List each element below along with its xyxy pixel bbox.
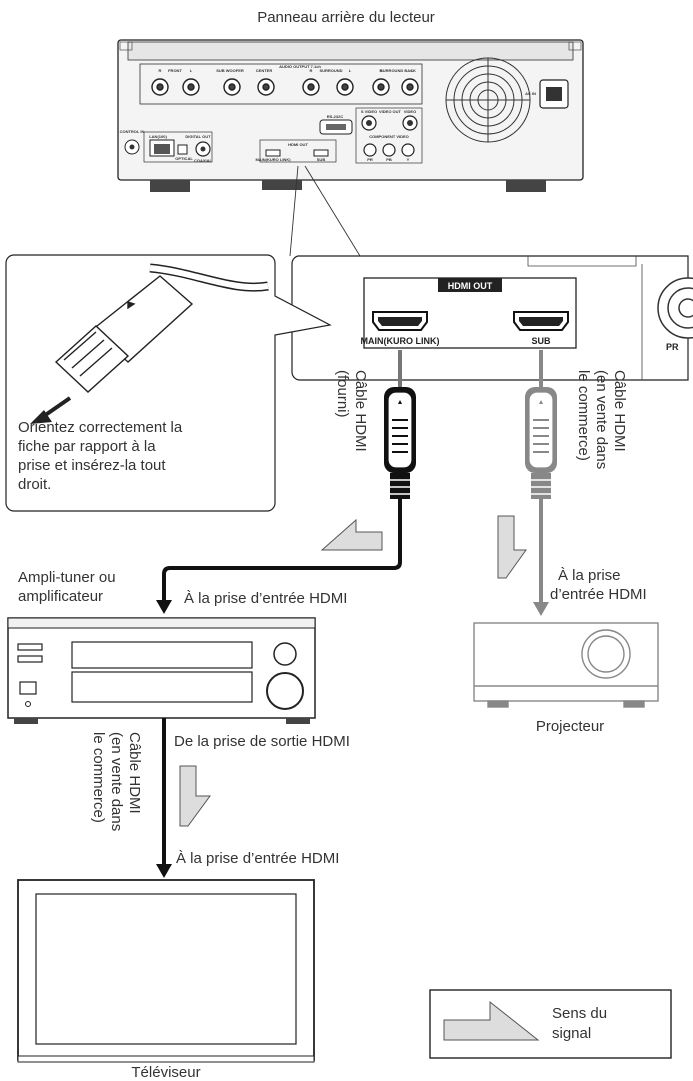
hdmi-sub-label: SUB (531, 336, 551, 346)
amp-label-line: Ampli-tuner ou (18, 569, 116, 586)
main-small-label: MAIN(KURO LINK) (255, 157, 291, 162)
projector-illustration (473, 622, 659, 708)
rca-jack-row (151, 78, 419, 96)
hdmi-out-header: HDMI OUT (448, 281, 493, 291)
diagram-title: Panneau arrière du lecteur (257, 9, 435, 26)
component-jack-label: PB (386, 157, 392, 162)
rs232c-label: RS-232C (327, 114, 344, 119)
hdmi-cable-sub (525, 350, 557, 616)
from-amp-output-label: De la prise de sortie HDMI (174, 733, 350, 750)
signal-direction-arrow-icon (179, 765, 211, 827)
hdmi-main-label: MAIN(KURO LINK) (361, 336, 440, 346)
speaker-label: FRONT (168, 68, 182, 73)
hdmi-plug-icon (54, 263, 269, 393)
control-in-label: CONTROL IN (120, 129, 145, 134)
speaker-label: L (411, 68, 414, 73)
callout-line: prise et insérez-la tout (18, 457, 166, 474)
to-projector-line: d’entrée HDMI (550, 586, 647, 603)
hdmi-out-small-label: HDMI OUT (288, 142, 308, 147)
speaker-label: R (310, 68, 313, 73)
cable-main-label: Câble HDMI (fourni) (334, 370, 369, 452)
cable-main-line: Câble HDMI (352, 370, 369, 452)
cable-main-line: (fourni) (334, 370, 351, 418)
amp-label-line: amplificateur (18, 588, 103, 605)
component-jack-label: Y (407, 157, 410, 162)
audio-out-label: AUDIO OUTPUT 7.1ch (279, 64, 321, 69)
speaker-label-group: R FRONT L SUB WOOFER CENTER R SURROUND L… (159, 68, 416, 73)
television-illustration (17, 879, 315, 1063)
optical-label: OPTICAL (175, 156, 193, 161)
cable-tv-label: Câble HDMI (en vente dans le commerce) (90, 732, 143, 831)
speaker-label: R (159, 68, 162, 73)
tv-label: Téléviseur (131, 1064, 200, 1081)
cable-tv-line: (en vente dans (108, 732, 125, 831)
cable-sub-label: Câble HDMI (en vente dans le commerce) (575, 370, 628, 469)
cable-sub-line: (en vente dans (593, 370, 610, 469)
speaker-label: R (380, 68, 383, 73)
video-label: VIDEO (404, 109, 416, 114)
coaxial-label: COAXIAL (194, 158, 213, 163)
legend-line: signal (552, 1025, 591, 1042)
callout-line: fiche par rapport à la (18, 438, 156, 455)
component-video-label: COMPONENT VIDEO (369, 134, 409, 139)
signal-legend: Sens du signal (429, 989, 672, 1059)
legend-line: Sens du (552, 1005, 607, 1022)
to-tv-input-label: À la prise d’entrée HDMI (176, 850, 339, 867)
hdmi-closeup-panel: HDMI OUT MAIN(KURO LINK) SUB PR (291, 255, 693, 381)
cable-tv-line: Câble HDMI (126, 732, 143, 814)
cable-sub-line: Câble HDMI (611, 370, 628, 452)
ac-in-label: AC IN (525, 91, 536, 96)
projector-label: Projecteur (536, 718, 604, 735)
pr-jack-label: PR (666, 342, 679, 352)
svideo-label: S VIDEO (361, 109, 377, 114)
signal-direction-arrow-icon (443, 1000, 540, 1041)
signal-direction-arrow-icon (320, 518, 383, 551)
cooling-fan-icon (445, 57, 531, 143)
speaker-label: L (190, 68, 193, 73)
cable-tv-line: le commerce) (90, 732, 107, 823)
to-projector-line: À la prise (558, 567, 621, 584)
sub-small-label: SUB (317, 157, 326, 162)
amplifier-illustration (7, 617, 316, 724)
speaker-label: SURROUND BACK (380, 68, 416, 73)
video-out-label: VIDEO OUT (379, 109, 402, 114)
cable-sub-line: le commerce) (575, 370, 592, 461)
signal-direction-arrow-icon (497, 515, 527, 579)
speaker-label: SURROUND (319, 68, 342, 73)
to-amp-input-label: À la prise d’entrée HDMI (184, 590, 347, 607)
speaker-label: L (349, 68, 352, 73)
component-jack-label: PR (367, 157, 373, 162)
lan-label: LAN(100) (149, 134, 167, 139)
speaker-label: CENTER (256, 68, 273, 73)
hdmi-cable-main (156, 350, 416, 614)
plug-orientation-callout: Orientez correctement la fiche par rappo… (5, 254, 332, 512)
player-rear-panel: AUDIO OUTPUT 7.1ch R FRONT L SUB WOOFER … (117, 39, 584, 192)
digital-out-label: DIGITAL OUT (185, 134, 211, 139)
callout-line: droit. (18, 476, 51, 493)
zoom-guide-lines (289, 165, 361, 257)
callout-line: Orientez correctement la (18, 419, 183, 436)
hdmi-cable-tv (156, 718, 172, 878)
insert-direction-arrow-icon (42, 396, 72, 418)
speaker-label: SUB WOOFER (216, 68, 244, 73)
